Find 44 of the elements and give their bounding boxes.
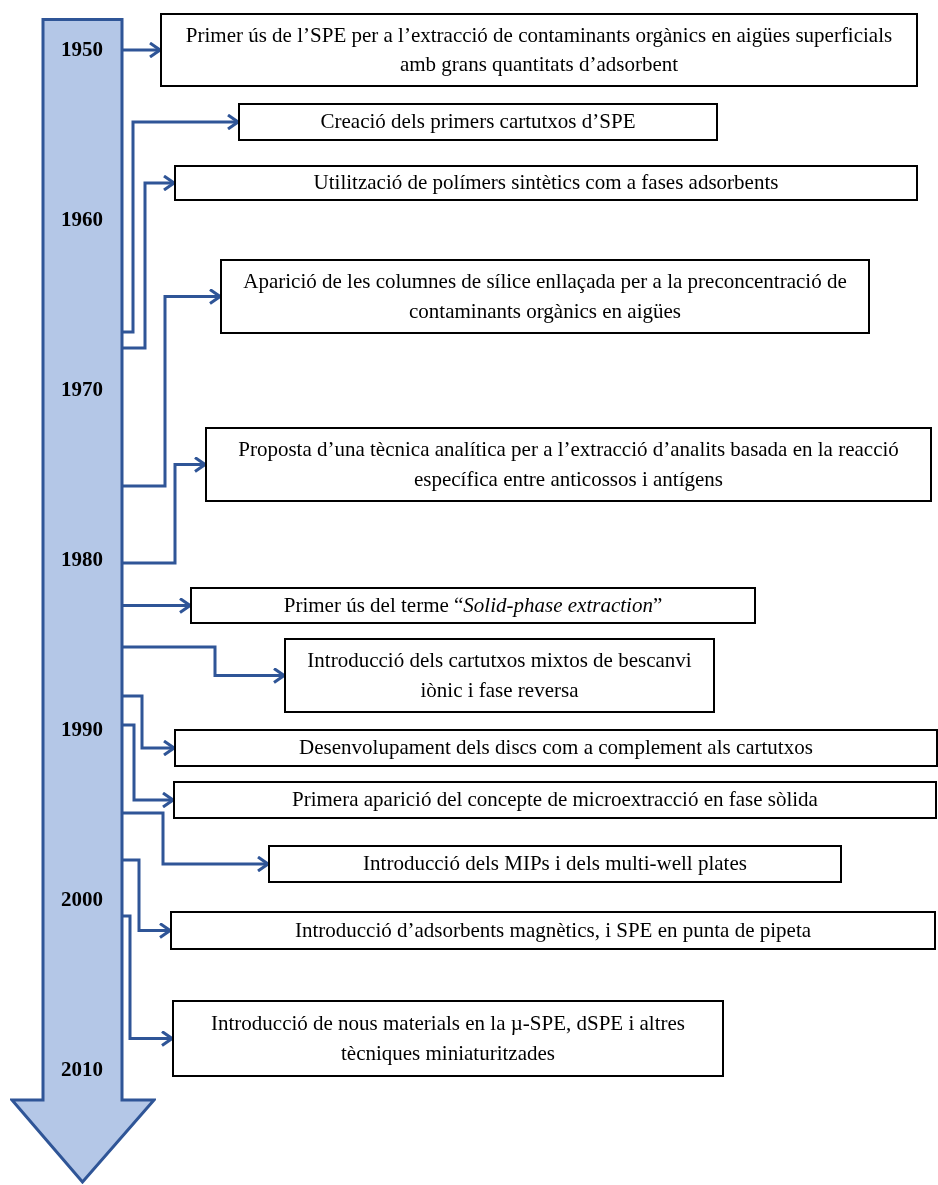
year-label: 2000 <box>60 889 104 910</box>
event-text: Creació dels primers cartutxos d’SPE <box>319 108 637 136</box>
event-text: Aparició de les columnes de sílice enllaçada per a la preconcentració de contaminants orgànics en aigües <box>242 268 848 325</box>
event-box <box>173 781 937 819</box>
event-box <box>284 638 715 713</box>
timeline-arrow <box>10 18 156 1184</box>
year-label: 1980 <box>60 549 104 570</box>
year-label: 1960 <box>60 209 104 230</box>
connector-arrow <box>122 811 270 873</box>
connector-arrow <box>122 914 174 1047</box>
year-label: 2010 <box>60 1059 104 1080</box>
connector-arrow <box>122 113 240 334</box>
event-box <box>160 13 918 87</box>
event-box <box>220 259 870 334</box>
event-text: Introducció dels cartutxos mixtos de bescanvi iònic i fase reversa <box>306 647 693 704</box>
year-label: 1990 <box>60 719 104 740</box>
event-text: Utilització de polímers sintètics com a fases adsorbents <box>312 169 780 197</box>
event-box <box>190 587 756 624</box>
connector-arrow <box>122 597 192 614</box>
connector-arrow <box>122 694 176 757</box>
event-text: Primer ús de l’SPE per a l’extracció de contaminants orgànics en aigües superficials amb grans quantitats d’adsorbent <box>184 21 894 78</box>
event-text: Primera aparició del concepte de microextracció en fase sòlida <box>291 786 819 814</box>
event-box <box>174 165 918 201</box>
event-text: Introducció de nous materials en la µ-SPE, dSPE i altres tècniques miniaturitzades <box>210 1010 686 1067</box>
event-text: Introducció dels MIPs i dels multi-well plates <box>362 850 748 878</box>
connector-arrow <box>122 174 176 350</box>
event-text: Desenvolupament dels discs com a complement als cartutxos <box>298 734 814 762</box>
connector-arrow <box>122 456 207 565</box>
event-box <box>174 729 938 767</box>
event-text: Introducció d’adsorbents magnètics, i SPE en punta de pipeta <box>293 916 813 944</box>
event-box <box>205 427 932 502</box>
event-box <box>238 103 718 141</box>
connector-arrow <box>122 645 286 684</box>
event-box <box>172 1000 724 1077</box>
year-label: 1950 <box>60 39 104 60</box>
event-text: Proposta d’una tècnica analítica per a l’extracció d’analits basada en la reacció específica entre anticossos i antígens <box>237 436 900 493</box>
connector-arrow <box>122 723 175 809</box>
event-box <box>268 845 842 883</box>
connector-arrow <box>122 41 162 59</box>
event-box <box>170 911 936 950</box>
connector-arrow <box>122 858 172 939</box>
connector-arrow <box>122 288 222 488</box>
event-text: Primer ús del terme “Solid-phase extraction” <box>282 591 664 619</box>
year-label: 1970 <box>60 379 104 400</box>
